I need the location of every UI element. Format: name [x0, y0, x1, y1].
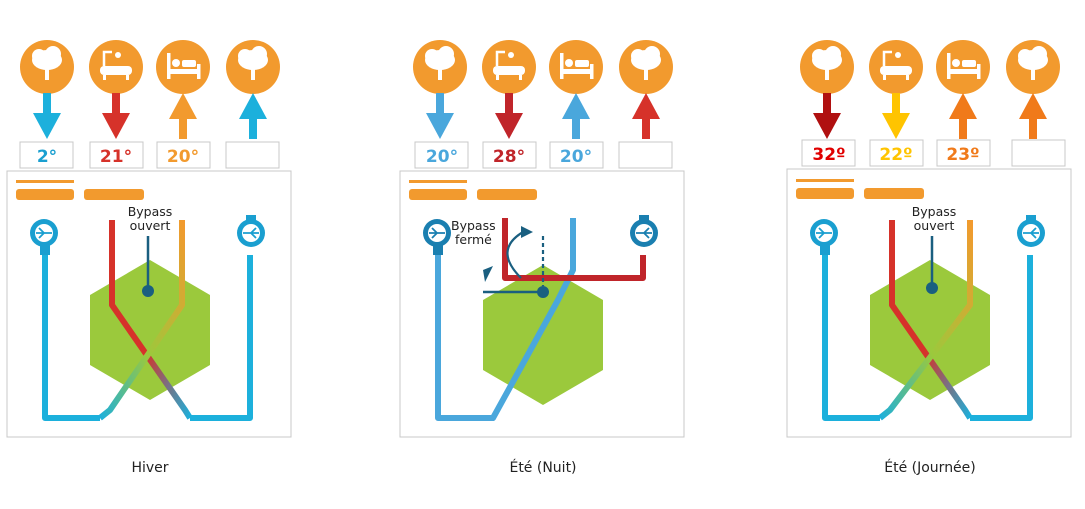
panel-caption: Été (Journée) [884, 460, 976, 476]
panel-diagram: 20° 28° 20° [399, 40, 685, 438]
heat-exchanger [483, 265, 603, 405]
arrow [495, 93, 523, 139]
temp-label: 20° [560, 147, 592, 167]
arrow [813, 93, 841, 139]
tree-icon [226, 40, 280, 94]
fan-icon [1017, 215, 1045, 247]
icon-row [800, 40, 1060, 94]
bed-icon [156, 40, 210, 94]
temp-label: 32º [812, 145, 845, 165]
arrow [632, 93, 660, 139]
temp-boxes: 20° 28° 20° [414, 141, 673, 169]
bypass-label: fermé [455, 232, 492, 247]
tree-icon [20, 40, 74, 94]
arrow [426, 93, 454, 139]
bath-icon [869, 40, 923, 94]
fan-icon [237, 215, 265, 247]
panel-ete-journee: 32º 22º 23º [780, 0, 1080, 509]
arrow [33, 93, 61, 139]
arrow [562, 93, 590, 139]
bed-icon [549, 40, 603, 94]
bath-icon [89, 40, 143, 94]
fan-icon [423, 219, 451, 255]
panel-caption: Été (Nuit) [509, 460, 577, 476]
pipes [822, 220, 1033, 421]
fan-icon [810, 219, 838, 255]
icon-row [413, 40, 673, 94]
tree-icon [619, 40, 673, 94]
temp-label: 23º [946, 145, 979, 165]
arrow [949, 93, 977, 139]
temp-label: 22º [879, 145, 912, 165]
temp-label: 28° [493, 147, 525, 167]
temp-label: 21° [100, 147, 132, 167]
bypass-damper [483, 226, 549, 298]
temp-label: 20° [426, 147, 458, 167]
bypass-label: ouvert [130, 218, 171, 233]
bypass-label: ouvert [914, 218, 955, 233]
arrow [882, 93, 910, 139]
panel-ete-nuit: 20° 28° 20° [393, 0, 693, 509]
icon-row [20, 40, 280, 94]
filter-bars [796, 179, 924, 199]
arrow [102, 93, 130, 139]
bypass-label: Bypass [451, 218, 496, 233]
filter-bars [409, 180, 537, 200]
bypass-damper [926, 236, 938, 294]
bypass-label: Bypass [912, 204, 957, 219]
panel-caption: Hiver [131, 460, 169, 476]
bypass-damper [142, 236, 154, 297]
temp-label: 20° [167, 147, 199, 167]
tree-icon [800, 40, 854, 94]
pipes [42, 220, 253, 421]
bed-icon [936, 40, 990, 94]
arrow [169, 93, 197, 139]
filter-bars [16, 180, 144, 200]
fan-icon [630, 215, 658, 247]
panel-diagram: 32º 22º 23º [786, 40, 1072, 438]
tree-icon [1006, 40, 1060, 94]
temp-label: 2° [37, 147, 57, 167]
arrow [1019, 93, 1047, 139]
arrow [239, 93, 267, 139]
tree-icon [413, 40, 467, 94]
fan-icon [30, 219, 58, 255]
bypass-label: Bypass [128, 204, 173, 219]
pipes [435, 218, 646, 421]
temp-boxes: 2° 21° 20° [19, 141, 280, 169]
bath-icon [482, 40, 536, 94]
panel-hiver: 2° 21° 20° [0, 0, 300, 509]
heat-exchanger [870, 260, 990, 400]
temp-boxes: 32º 22º 23º [801, 139, 1066, 167]
panel-diagram: 2° 21° 20° [6, 40, 292, 438]
